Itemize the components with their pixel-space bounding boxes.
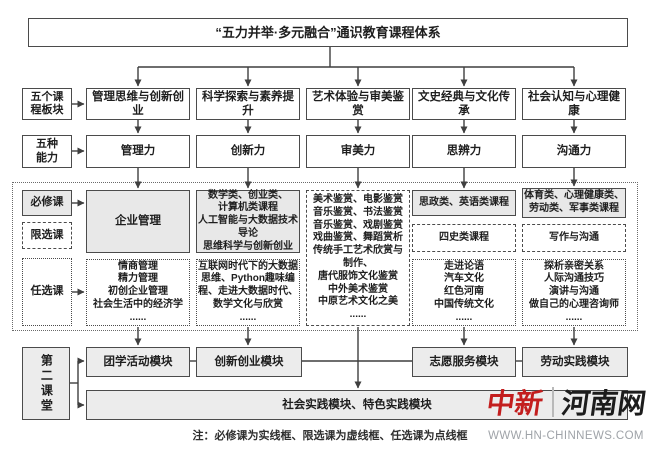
watermark-brand-left: 中新 xyxy=(484,387,546,420)
plate-box-culture: 文史经典与文化传承 xyxy=(412,88,516,120)
ability-box-innovation: 创新力 xyxy=(196,135,300,168)
plate-box-science: 科学探索与素养提升 xyxy=(196,88,300,120)
label-five-abilities: 五种 能力 xyxy=(22,135,72,168)
course-box-col5-optional: 探析亲密关系 人际沟通技巧 演讲与沟通 做自己的心理咨询师 ...... xyxy=(522,259,626,326)
course-box-col1-required: 企业管理 xyxy=(86,190,190,253)
module-box-volunteer: 志愿服务模块 xyxy=(412,347,516,377)
course-box-col2-optional: 互联网时代下的大数据 思维、Python趣味编 程、走进大数据时代、 数学文化与… xyxy=(196,259,300,326)
label-required-course: 必修课 xyxy=(22,190,72,216)
ability-box-management: 管理力 xyxy=(86,135,190,168)
ability-box-thinking: 思辨力 xyxy=(412,135,516,168)
module-box-innovation: 创新创业模块 xyxy=(196,347,302,377)
label-second-classroom: 第二课堂 xyxy=(22,347,70,420)
course-box-col4-limited: 四史类课程 xyxy=(412,224,516,252)
legend-note: 注：必修课为实线框、限选课为虚线框、任选课为点线框 xyxy=(192,430,468,442)
second-classroom-text: 第二课堂 xyxy=(39,353,54,414)
module-box-league-activities: 团学活动模块 xyxy=(86,347,190,377)
course-box-col4-optional: 走进论语 汽车文化 红色河南 中国传统文化 ...... xyxy=(412,259,516,326)
course-box-col4-required: 思政类、英语类课程 xyxy=(412,190,516,216)
label-limited-course: 限选课 xyxy=(22,222,72,249)
course-box-col5-limited: 写作与沟通 xyxy=(522,224,626,252)
module-box-social-practice: 社会实践模块、特色实践模块 xyxy=(86,390,628,420)
course-area-container xyxy=(12,182,638,331)
course-box-col1-optional: 情商管理 精力管理 初创企业管理 社会生活中的经济学 ...... xyxy=(86,259,190,326)
site-watermark: 中新 河南网 xyxy=(485,379,648,425)
watermark-divider xyxy=(551,387,554,417)
watermark-url: WWW.HN-CHINNEWS.COM xyxy=(488,430,644,442)
label-five-plates: 五个课 程板块 xyxy=(22,88,72,120)
watermark-brand-right: 河南网 xyxy=(558,387,648,420)
plate-box-management: 管理思维与创新创业 xyxy=(86,88,190,120)
ability-box-aesthetics: 审美力 xyxy=(306,135,410,168)
label-optional-course: 任选课 xyxy=(22,258,72,326)
course-box-col5-required: 体育类、心理健康类、 劳动类、军事类课程 xyxy=(522,188,626,218)
plate-box-psychology: 社会认知与心理健康 xyxy=(522,88,626,120)
plate-box-art: 艺术体验与审美鉴赏 xyxy=(306,88,410,120)
ability-box-communication: 沟通力 xyxy=(522,135,626,168)
module-box-labor-practice: 劳动实践模块 xyxy=(522,347,628,377)
course-box-col3-limited: 美术鉴赏、电影鉴赏 音乐鉴赏、书法鉴赏 音乐鉴赏、戏剧鉴赏 戏曲鉴赏、舞蹈赏析 … xyxy=(306,190,410,326)
course-box-col2-required: 数学类、创业类、 计算机类课程 人工智能与大数据技术 导论 思维科学与创新创业 xyxy=(196,189,300,253)
diagram-title: “五力并举·多元融合”通识教育课程体系 xyxy=(28,18,628,47)
